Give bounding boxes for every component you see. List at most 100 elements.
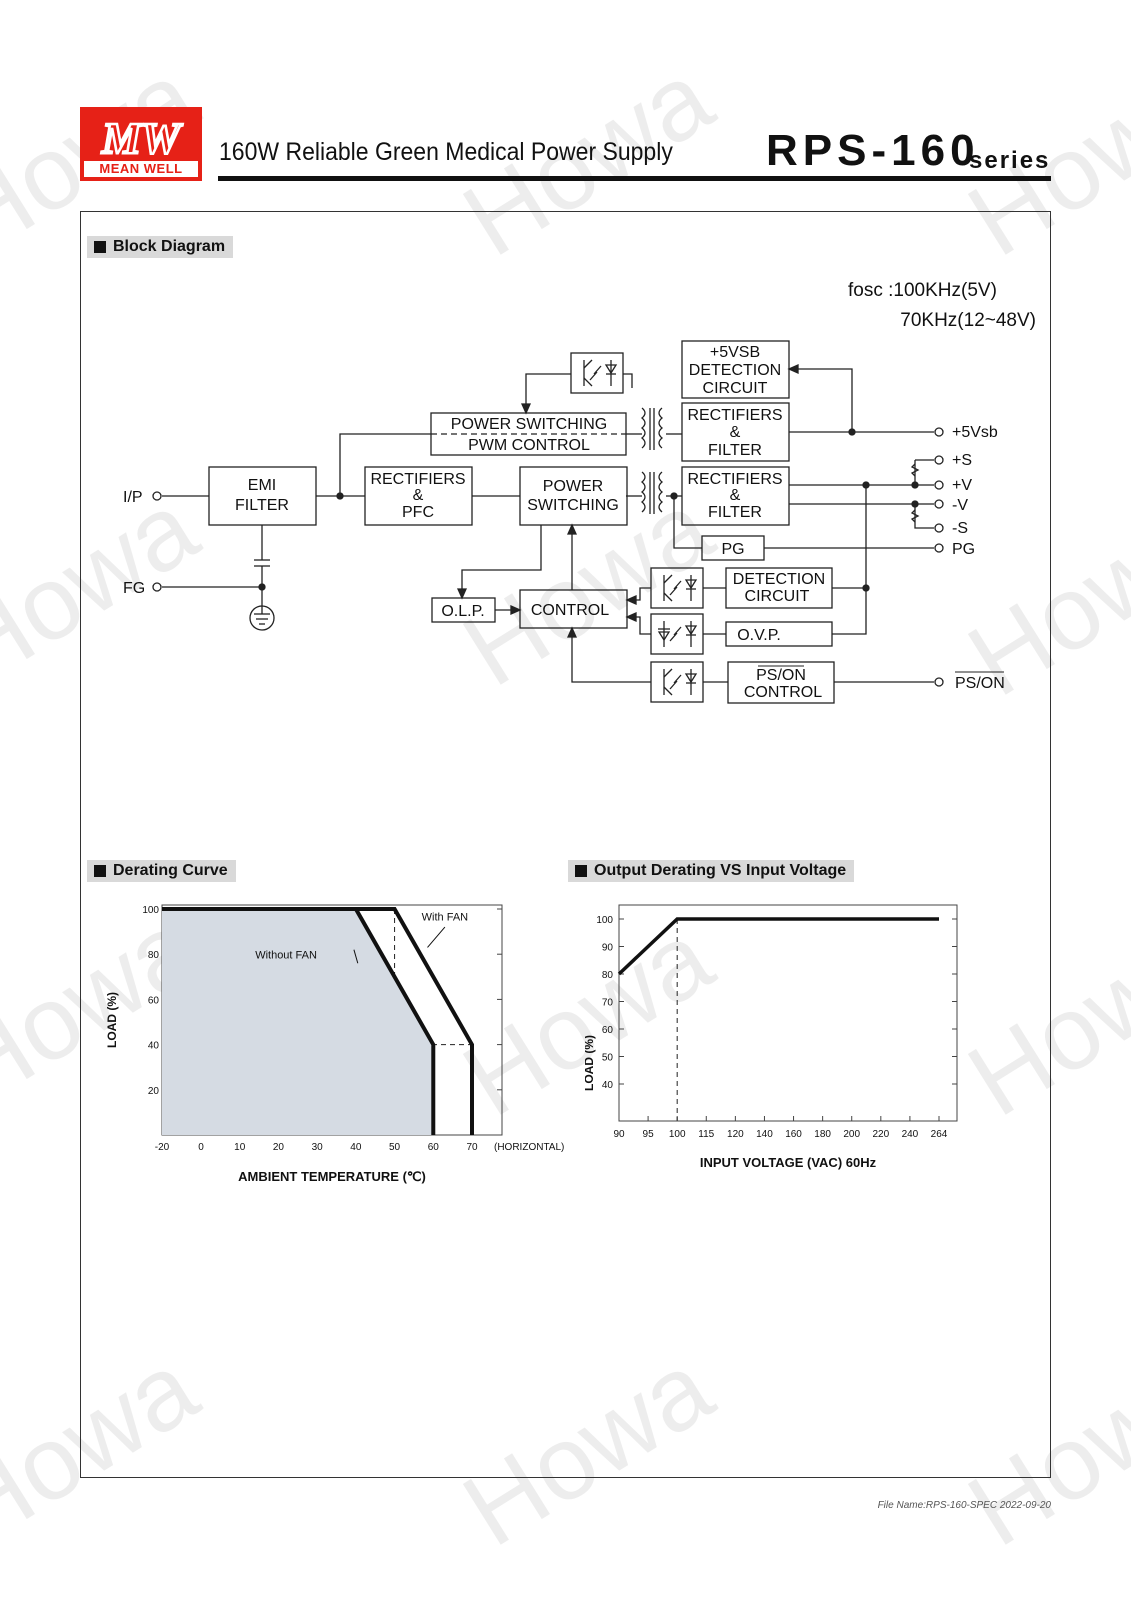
- plus-v-terminal-label: +V: [952, 477, 972, 494]
- x-tick-label: 140: [756, 1129, 773, 1140]
- block-diagram: fosc :100KHz(5V) 70KHz(12~48V): [123, 280, 1036, 704]
- vsb-det-label-1: +5VSB: [710, 344, 760, 361]
- rect-f1-label-3: FILTER: [708, 442, 762, 459]
- minus-s-terminal-label: -S: [952, 520, 968, 537]
- x-tick-label: 220: [872, 1129, 889, 1140]
- rect-f2-label-2: &: [730, 487, 741, 504]
- rect-pfc-label-1: RECTIFIERS: [370, 471, 465, 488]
- section-block-diagram: Block Diagram: [87, 236, 234, 258]
- plus-s-terminal-label: +S: [952, 452, 972, 469]
- x-tick-label: 120: [727, 1129, 744, 1140]
- det-label-2: CIRCUIT: [745, 588, 810, 605]
- y-tick-label: 100: [142, 905, 159, 916]
- ip-terminal-label: I/P: [123, 489, 143, 506]
- rect-f2-label-1: RECTIFIERS: [687, 471, 782, 488]
- vsb-det-label-2: DETECTION: [689, 362, 781, 379]
- y-tick-label: 90: [602, 943, 614, 954]
- rect-f1-label-2: &: [730, 424, 741, 441]
- x-tick-label: 240: [902, 1129, 919, 1140]
- pwr-sw-label-2: SWITCHING: [527, 497, 619, 514]
- content-frame: [80, 211, 1051, 1478]
- pson-label-1: PS/ON: [756, 667, 806, 684]
- fg-terminal-label: FG: [123, 580, 145, 597]
- transformer-icon: [640, 407, 664, 450]
- output-derating-chart: 40 50 60 70 80 90 100 90 95 100 115 120 140 160 180 200…: [585, 904, 958, 1170]
- emi-label-2: FILTER: [235, 497, 289, 514]
- x-tick-label: 70: [466, 1142, 478, 1153]
- x-tick-label: 40: [350, 1142, 362, 1153]
- model-name: RPS-160: [766, 126, 980, 175]
- pg-terminal-label: PG: [952, 541, 975, 558]
- y-axis-label: LOAD (%): [105, 992, 119, 1048]
- x-tick-label: 95: [643, 1129, 655, 1140]
- section-output-derating: Output Derating VS Input Voltage: [568, 860, 855, 882]
- svg-text:MW: MW: [101, 114, 183, 163]
- y-tick-label: 70: [602, 998, 614, 1009]
- power-switching-block: [519, 466, 628, 526]
- optocoupler-icon: [570, 352, 624, 394]
- pwr-pwm-label-2: PWM CONTROL: [468, 437, 590, 454]
- optocoupler-icon: [650, 613, 704, 655]
- x-tick-label: -20: [155, 1142, 170, 1153]
- x-tick-label: 100: [669, 1129, 686, 1140]
- rect-pfc-label-3: PFC: [402, 504, 434, 521]
- vsb-terminal-label: +5Vsb: [952, 424, 998, 441]
- minus-v-terminal-label: -V: [952, 497, 968, 514]
- pwr-pwm-label-1: POWER SWITCHING: [451, 416, 607, 433]
- y-tick-label: 80: [602, 970, 614, 981]
- label-pointer: [427, 926, 446, 948]
- x-tick-label: 115: [698, 1129, 714, 1140]
- x-tick-label: 264: [931, 1129, 948, 1140]
- rect-f2-label-3: FILTER: [708, 504, 762, 521]
- x-tick-label: 20: [273, 1142, 285, 1153]
- series-line-load: [617, 917, 939, 976]
- mw-logo-icon: MW: [100, 113, 185, 163]
- x-axis-label: INPUT VOLTAGE (VAC) 60Hz: [700, 1155, 877, 1170]
- fosc-line2: 70KHz(12~48V): [900, 310, 1036, 331]
- rect-f1-label-1: RECTIFIERS: [687, 407, 782, 424]
- series-line-with-fan: [162, 907, 474, 1135]
- series-label-with-fan: With FAN: [422, 911, 469, 923]
- x-tick-label: 90: [613, 1129, 625, 1140]
- optocoupler-icon: [650, 661, 704, 703]
- optocoupler-icon: [650, 567, 704, 609]
- rect-pfc-label-2: &: [413, 487, 424, 504]
- grid: [618, 918, 957, 1121]
- x-tick-label: 60: [428, 1142, 440, 1153]
- label-pointer: [353, 949, 359, 964]
- section-derating-curve: Derating Curve: [87, 860, 236, 882]
- pwr-sw-label-1: POWER: [543, 478, 603, 495]
- pg-label: PG: [721, 541, 744, 558]
- y-axis-label: LOAD (%): [585, 1035, 596, 1091]
- x-tick-label: 160: [785, 1129, 802, 1140]
- x-axis-label: AMBIENT TEMPERATURE (℃): [238, 1169, 426, 1184]
- det-label-1: DETECTION: [733, 571, 825, 588]
- y-tick-label: 60: [602, 1025, 614, 1036]
- transformer-icon: [640, 471, 664, 514]
- x-tick-label: 200: [843, 1129, 860, 1140]
- x-axis-unit-label: (HORIZONTAL): [494, 1142, 564, 1153]
- fosc-line1: fosc :100KHz(5V): [848, 280, 997, 301]
- emi-filter-block: [208, 466, 317, 526]
- header-rule: [218, 176, 1051, 181]
- control-block: [519, 589, 628, 629]
- y-tick-label: 20: [148, 1086, 160, 1097]
- y-tick-label: 100: [596, 915, 613, 926]
- x-tick-label: 30: [312, 1142, 324, 1153]
- x-tick-label: 50: [389, 1142, 401, 1153]
- y-tick-label: 50: [602, 1053, 614, 1064]
- vsb-det-label-3: CIRCUIT: [703, 380, 768, 397]
- y-tick-label: 40: [602, 1080, 614, 1091]
- logo-text: MEAN WELL: [84, 161, 198, 177]
- emi-label-1: EMI: [248, 477, 276, 494]
- pson-terminal-label: PS/ON: [955, 675, 1005, 692]
- olp-label: O.L.P.: [441, 603, 484, 620]
- derating-area-without-fan: [162, 909, 434, 1135]
- series-label: series: [969, 147, 1051, 174]
- y-tick-label: 40: [148, 1041, 160, 1052]
- ovp-label: O.V.P.: [737, 627, 781, 644]
- file-info: File Name:RPS-160-SPEC 2022-09-20: [877, 1500, 1051, 1511]
- control-label: CONTROL: [531, 602, 609, 619]
- x-tick-label: 180: [814, 1129, 831, 1140]
